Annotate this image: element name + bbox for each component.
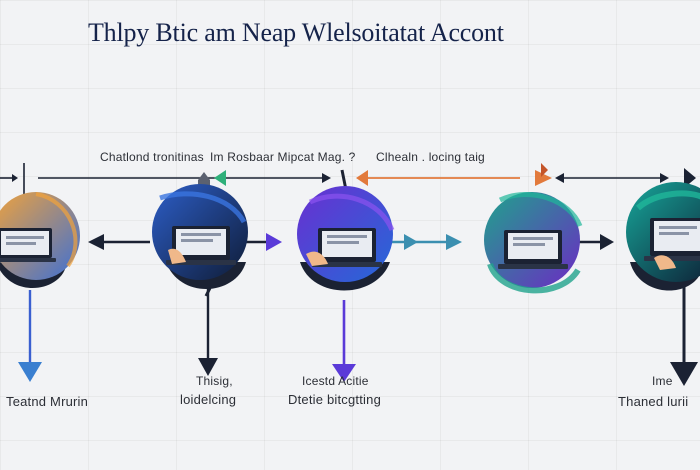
- diagram-title: Thlpy Btic am Neap Wlelsoitatat Accont: [88, 18, 504, 47]
- bottom-label-2-line1: Thisig,: [196, 374, 233, 388]
- bottom-label-4-line1: Ime: [652, 374, 673, 388]
- bottom-label-3-line2: Dtetie bitcgtting: [288, 392, 382, 407]
- bottom-label-3-line1: Icestd Acitie: [302, 374, 369, 388]
- laptop-icon: [166, 226, 236, 265]
- green-arrowhead: [214, 170, 226, 186]
- process-node-2: [152, 184, 248, 297]
- bottom-label-2-line2: loidelcing: [180, 392, 237, 407]
- process-node-4: [484, 191, 583, 294]
- laptop-icon: [644, 218, 700, 270]
- process-node-1: [0, 192, 80, 288]
- top-label-2: Im Rosbaar Mipcat Mag. ?: [210, 150, 356, 164]
- laptop-icon: [498, 230, 568, 269]
- top-label-3: Clhealn . locing taig: [376, 150, 485, 164]
- process-node-3: [297, 186, 395, 291]
- top-connectors: [0, 163, 696, 201]
- small-marker-icon: [198, 172, 210, 186]
- laptop-icon: [0, 228, 56, 262]
- process-node-5: [626, 182, 700, 291]
- vertical-connectors: [18, 282, 698, 386]
- bottom-label-4-line2: Thaned lurii: [618, 394, 689, 409]
- bottom-label-1-line2: Teatnd Mrurin: [6, 394, 89, 409]
- top-label-1: Chatlond tronitinas: [100, 150, 204, 164]
- laptop-icon: [306, 228, 382, 267]
- middle-connectors: [88, 233, 614, 251]
